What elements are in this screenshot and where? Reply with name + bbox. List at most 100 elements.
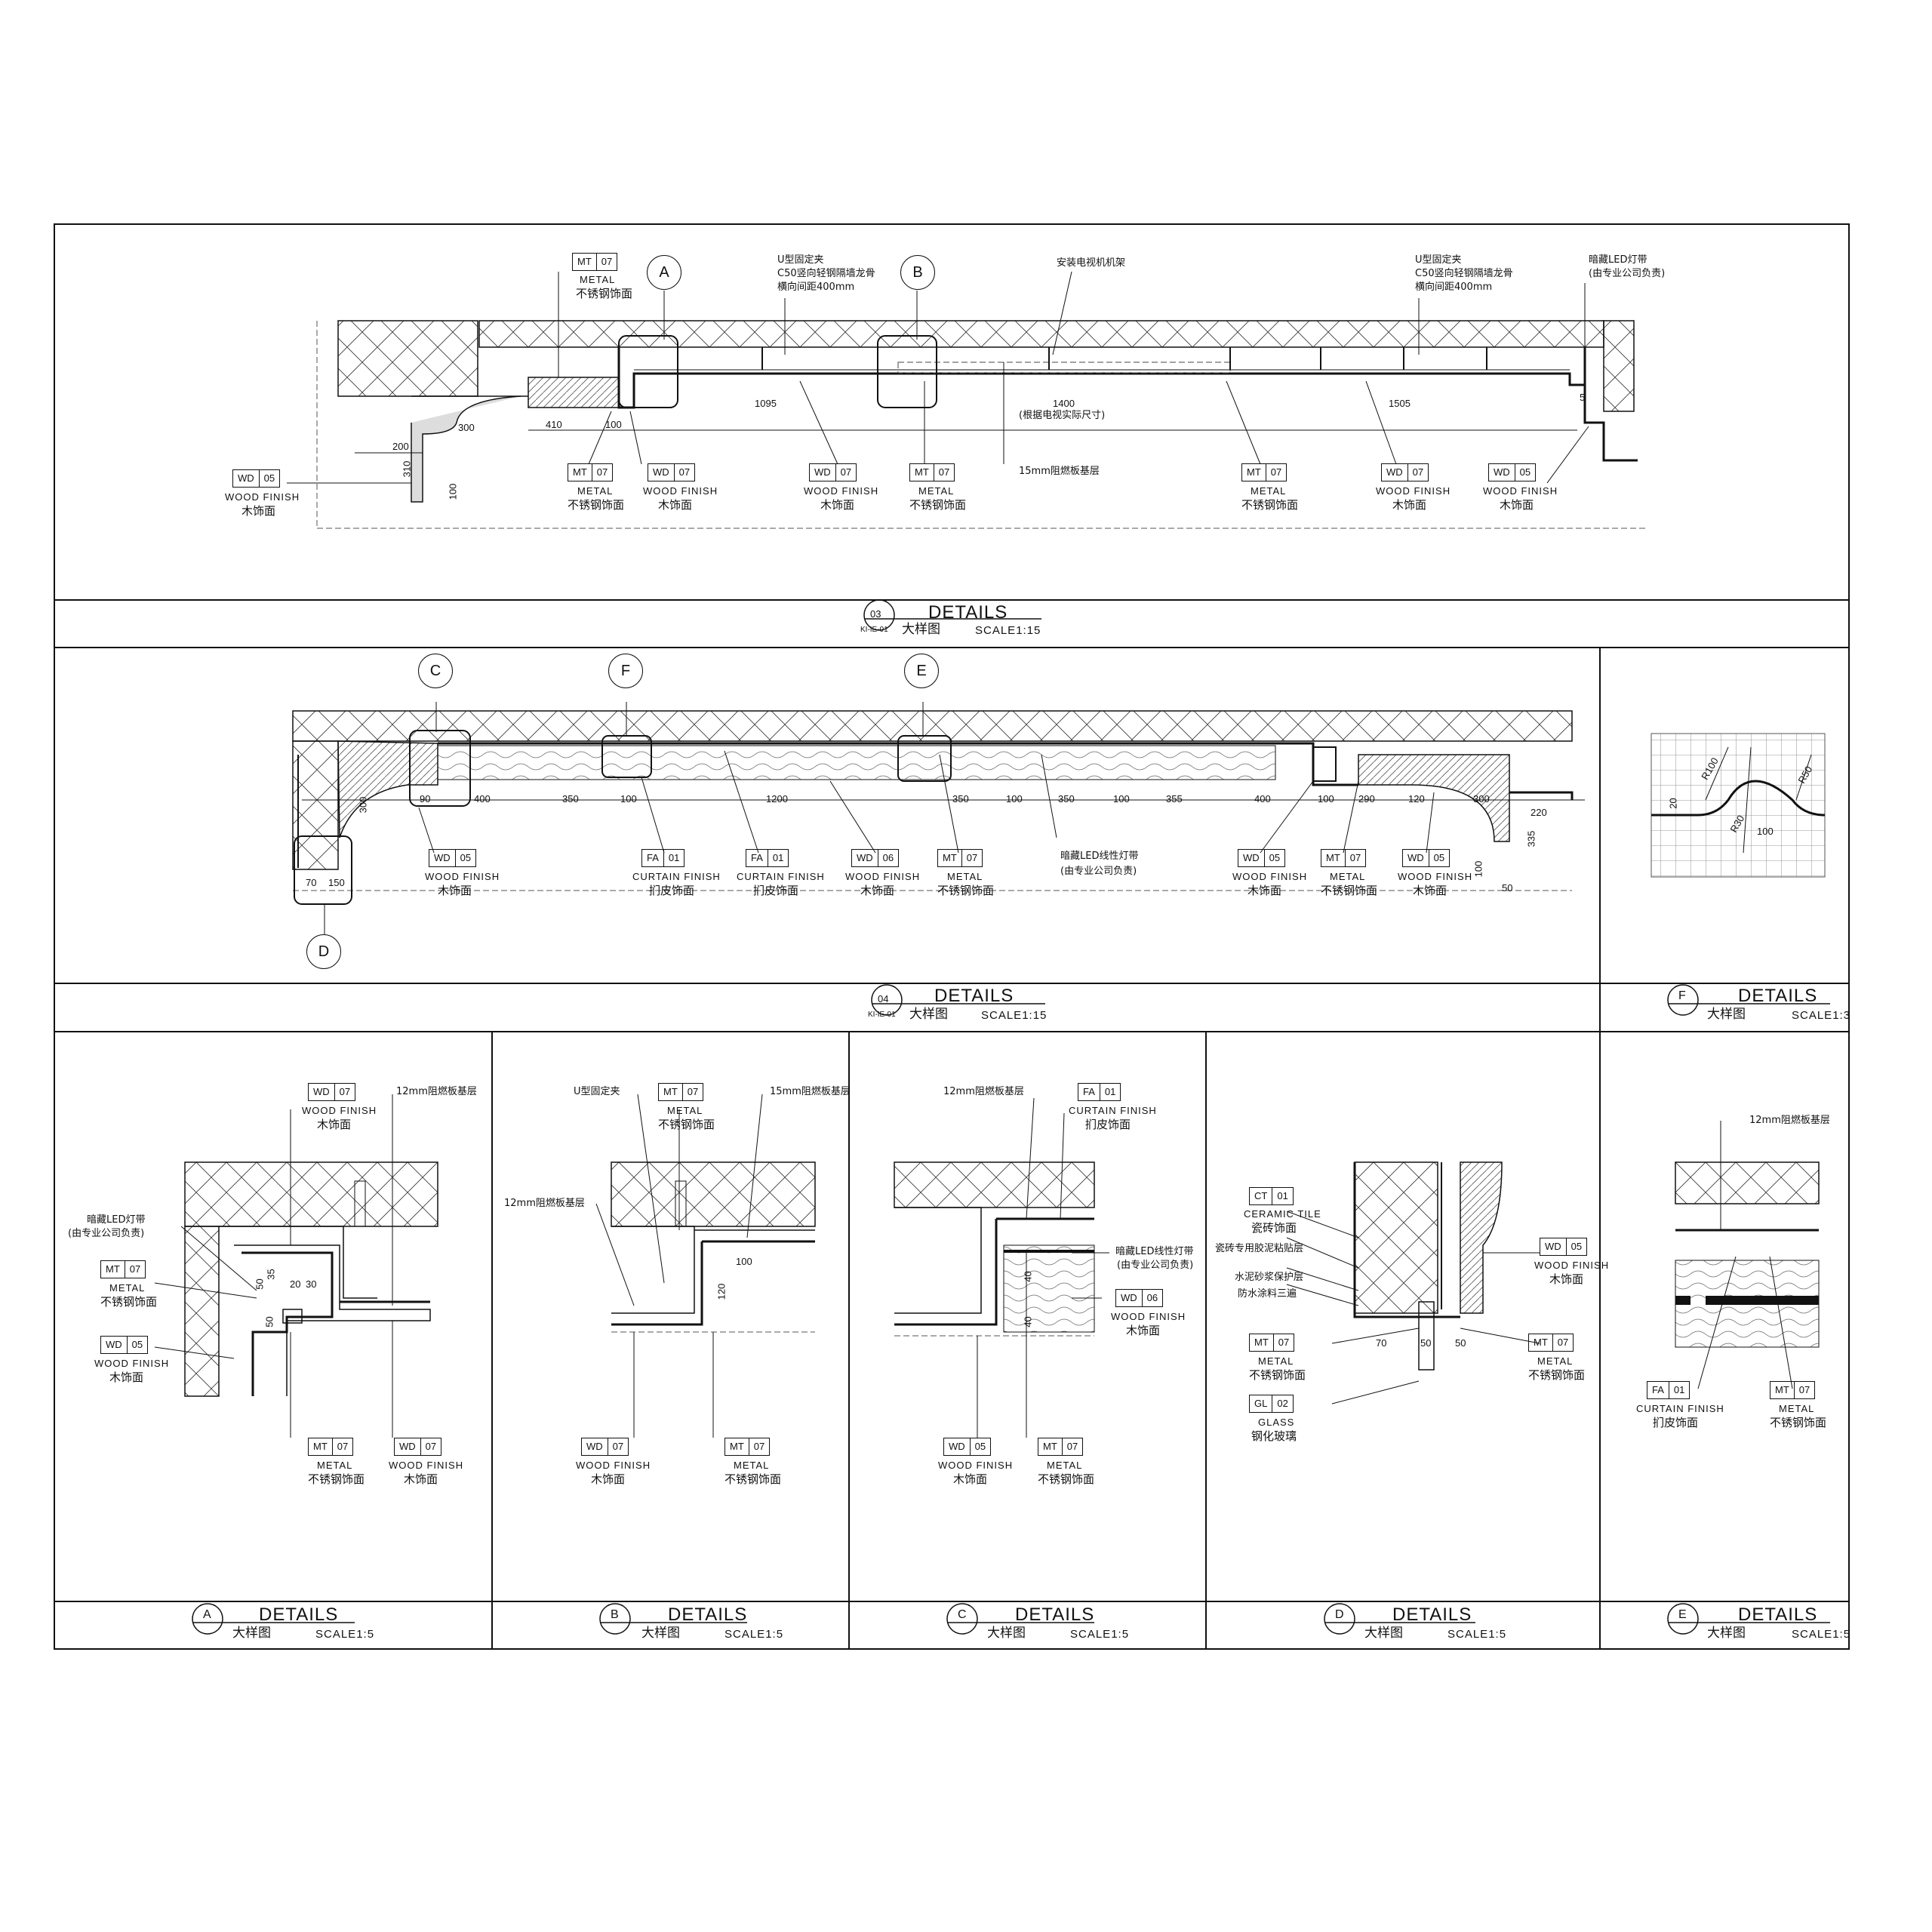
- callout-e-bubble[interactable]: E: [904, 654, 939, 688]
- label-wood-cn: 木饰面: [242, 504, 276, 518]
- dim-a: 30: [306, 1278, 317, 1290]
- label-metal-en: METAL: [1330, 871, 1366, 882]
- label-metal-cn: 不锈钢饰面: [568, 498, 625, 512]
- label-wood-en: WOOD FINISH: [1376, 485, 1451, 497]
- label-metal-cn: 不锈钢饰面: [1249, 1368, 1306, 1382]
- label-wood-cn: 木饰面: [438, 884, 472, 897]
- title-03-scale: SCALE1:15: [975, 624, 1041, 637]
- dim-04: 100: [1006, 793, 1023, 804]
- dim-04: 350: [562, 793, 579, 804]
- dim-04: 400: [1254, 793, 1271, 804]
- label-wood-cn: 木饰面: [1247, 884, 1282, 897]
- note-stud-2: C50竖向轻钢隔墙龙骨: [1415, 268, 1513, 279]
- label-wood-en: WOOD FINISH: [1111, 1311, 1186, 1322]
- label-ceramic-cn: 瓷砖饰面: [1251, 1221, 1297, 1235]
- label-wood-cn: 木饰面: [1392, 498, 1427, 512]
- note-cement: 水泥砂浆保护层: [1235, 1272, 1304, 1283]
- dim-04: 300: [1473, 793, 1490, 804]
- callout-c-bubble[interactable]: C: [418, 654, 453, 688]
- label-metal-cn: 不锈钢饰面: [724, 1472, 782, 1486]
- note-led-strip: 暗藏LED灯带: [1589, 254, 1647, 266]
- label-metal-en: METAL: [947, 871, 983, 882]
- label-metal-en: METAL: [1047, 1460, 1083, 1471]
- title-04-title: DETAILS: [934, 986, 1014, 1006]
- label-wood-en: WOOD FINISH: [1483, 485, 1558, 497]
- label-curtain-en: CURTAIN FINISH: [1636, 1403, 1724, 1414]
- dim-04: 120: [1408, 793, 1425, 804]
- label-metal-cn: 不锈钢饰面: [1770, 1416, 1827, 1429]
- label-wood-en: WOOD FINISH: [1534, 1260, 1610, 1271]
- note-board15: 15mm阻燃板基层: [1019, 466, 1100, 477]
- dim-03: 100: [447, 483, 459, 500]
- dim-03: 1095: [755, 398, 777, 409]
- label-metal-cn: 不锈钢饰面: [100, 1295, 158, 1309]
- detail-04-plan: [292, 702, 1585, 934]
- label-wood-cn: 木饰面: [1549, 1272, 1584, 1286]
- note-by-vendor: (由专业公司负责): [68, 1228, 145, 1239]
- title-d-title: DETAILS: [1392, 1604, 1472, 1625]
- label-metal-cn: 不锈钢饰面: [1321, 884, 1378, 897]
- callout-b-bubble[interactable]: B: [900, 255, 935, 290]
- dim-b: 100: [736, 1256, 752, 1267]
- label-metal-cn: 不锈钢饰面: [1528, 1368, 1586, 1382]
- note-by-vendor: (由专业公司负责): [1589, 268, 1666, 279]
- dim-f: 20: [1667, 798, 1679, 809]
- note-led-line: 暗藏LED线性灯带: [1060, 851, 1139, 862]
- dim-04: 355: [1166, 793, 1183, 804]
- label-wood-en: WOOD FINISH: [804, 485, 879, 497]
- dim-04: 100: [1318, 793, 1334, 804]
- callout-f-bubble[interactable]: F: [608, 654, 643, 688]
- title-e-scale: SCALE1:5: [1792, 1628, 1851, 1641]
- label-metal-en: METAL: [577, 485, 614, 497]
- label-ceramic-en: CERAMIC TILE: [1244, 1208, 1321, 1220]
- label-metal-en: METAL: [1537, 1355, 1574, 1367]
- detail-a-section: [154, 1094, 438, 1438]
- title-04-sheet: KI-IE-01: [868, 1011, 896, 1019]
- label-wood-en: WOOD FINISH: [389, 1460, 464, 1471]
- sheet-frame: [54, 223, 1850, 1650]
- label-wood-en: WOOD FINISH: [302, 1105, 377, 1116]
- title-badges: [192, 599, 1830, 1635]
- label-curtain-cn: 扪皮饰面: [1085, 1118, 1131, 1131]
- dim-03: 1505: [1389, 398, 1411, 409]
- title-b-cn: 大样图: [641, 1626, 680, 1641]
- title-c-num: C: [958, 1608, 967, 1621]
- label-metal-en: METAL: [109, 1282, 146, 1294]
- title-03-title: DETAILS: [928, 602, 1008, 623]
- dim-c: 40: [1022, 1271, 1034, 1282]
- label-metal-en: METAL: [1258, 1355, 1294, 1367]
- callout-a-bubble[interactable]: A: [647, 255, 681, 290]
- label-wood-en: WOOD FINISH: [425, 871, 500, 882]
- note-board15: 15mm阻燃板基层: [770, 1086, 851, 1097]
- dim-03: 200: [392, 441, 409, 452]
- title-d-num: D: [1335, 1608, 1344, 1621]
- title-f-cn: 大样图: [1707, 1007, 1746, 1022]
- dim-04: 400: [474, 793, 491, 804]
- dim-a: 20: [290, 1278, 301, 1290]
- title-c-title: DETAILS: [1015, 1604, 1095, 1625]
- title-a-cn: 大样图: [232, 1626, 271, 1641]
- title-04-cn: 大样图: [909, 1007, 948, 1022]
- label-metal-cn: 不锈钢饰面: [576, 287, 633, 300]
- label-wood-en: WOOD FINISH: [845, 871, 921, 882]
- detail-03-plan: [287, 271, 1645, 529]
- title-03-sheet: KI-IE-01: [860, 626, 888, 634]
- dim-04: 70: [306, 877, 317, 888]
- label-wood-cn: 木饰面: [860, 884, 895, 897]
- label-wood-cn: 木饰面: [109, 1371, 144, 1384]
- callout-d-bubble[interactable]: D: [306, 934, 341, 969]
